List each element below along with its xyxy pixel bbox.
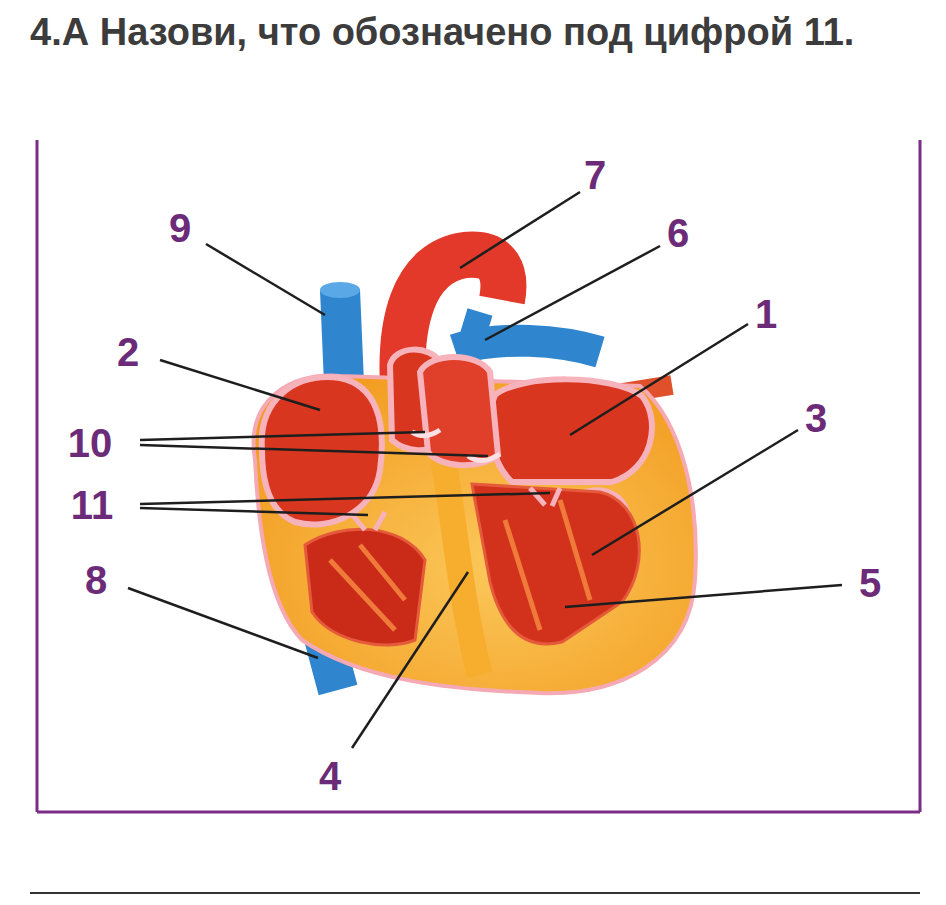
- callout-number: 8: [85, 560, 107, 600]
- callout-number: 1: [755, 294, 777, 334]
- frame: [37, 140, 920, 812]
- callout-number: 6: [667, 213, 689, 253]
- pulmonary-root: [420, 357, 498, 465]
- callout-number: 10: [68, 423, 113, 463]
- pulmonary-artery: [470, 312, 480, 345]
- leader-lines: [128, 192, 842, 748]
- callout-number: 9: [169, 208, 191, 248]
- right-ventricle: [305, 529, 425, 645]
- callout-number: 5: [859, 563, 881, 603]
- callout-number: 4: [319, 756, 341, 796]
- callout-number: 11: [71, 485, 113, 525]
- callout-number: 2: [117, 332, 139, 372]
- task-title: 4.А Назови, что обозначено под цифрой 11…: [30, 10, 910, 56]
- vessel-opening: [320, 282, 360, 298]
- callout-number: 7: [584, 155, 606, 195]
- papillary-muscle: [330, 545, 405, 630]
- left-atrium: [490, 379, 652, 482]
- leaflet-valve: [530, 488, 560, 506]
- left-ventricle: [472, 484, 639, 644]
- papillary-muscle: [505, 500, 590, 630]
- septum: [440, 440, 480, 675]
- callout-number: 3: [805, 398, 827, 438]
- answer-line: [30, 892, 920, 894]
